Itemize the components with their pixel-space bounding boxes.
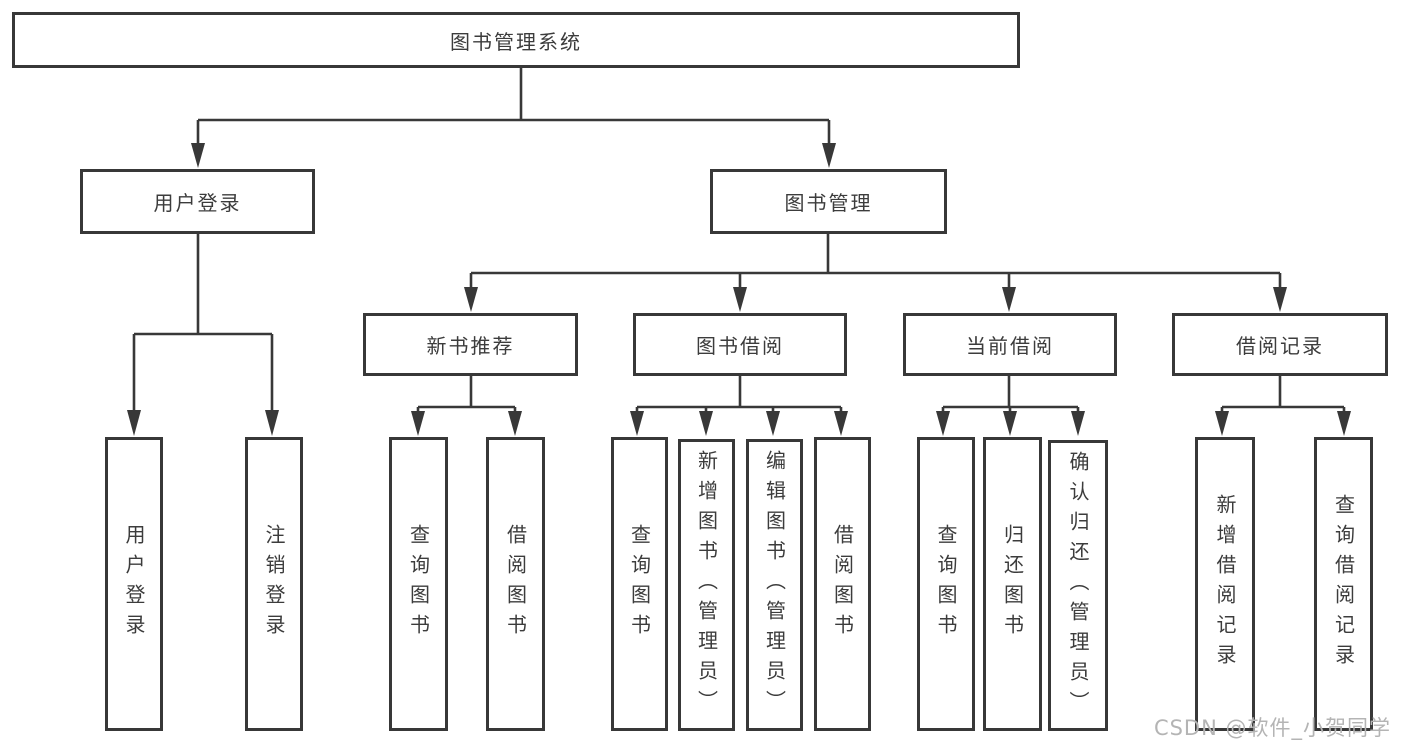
leaf-logout: 注销登录 [245, 437, 303, 731]
node-new-book-recommend: 新书推荐 [363, 313, 578, 376]
leaf-records-query-record: 查询借阅记录 [1314, 437, 1373, 731]
leaf-newbooks-query-books: 查询图书 [389, 437, 448, 731]
leaf-current-confirm-return-admin: 确认归还（管理员） [1048, 440, 1108, 731]
node-book-borrow: 图书借阅 [633, 313, 847, 376]
leaf-borrow-query-books: 查询图书 [611, 437, 668, 731]
leaf-current-query-books: 查询图书 [917, 437, 975, 731]
node-borrow-records: 借阅记录 [1172, 313, 1388, 376]
node-book-management: 图书管理 [710, 169, 947, 234]
csdn-watermark: CSDN @软件_小贺同学 [1153, 716, 1391, 740]
leaf-current-return-books: 归还图书 [983, 437, 1042, 731]
leaf-borrow-add-book-admin: 新增图书（管理员） [678, 439, 735, 731]
leaf-newbooks-borrow-books: 借阅图书 [486, 437, 545, 731]
node-user-login: 用户登录 [80, 169, 315, 234]
leaf-borrow-edit-book-admin: 编辑图书（管理员） [746, 439, 803, 731]
leaf-user-login: 用户登录 [105, 437, 163, 731]
node-root-library-system: 图书管理系统 [12, 12, 1020, 68]
node-current-borrow: 当前借阅 [903, 313, 1117, 376]
leaf-records-add-record: 新增借阅记录 [1195, 437, 1255, 731]
leaf-borrow-borrow-books: 借阅图书 [814, 437, 871, 731]
